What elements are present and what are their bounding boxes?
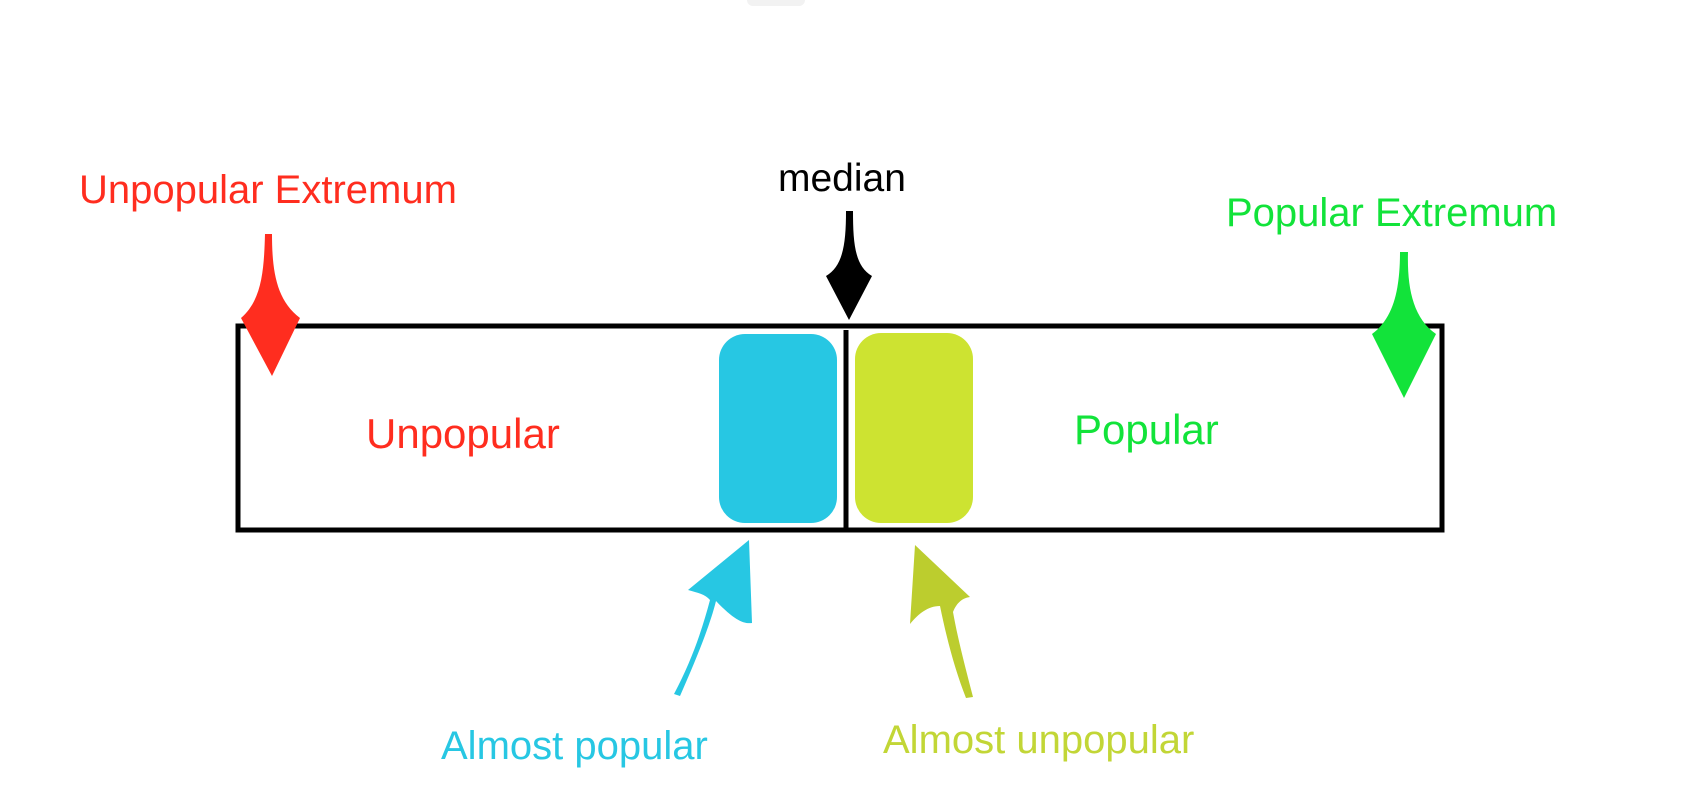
popular-extremum-arrow-icon: [1372, 252, 1436, 398]
unpopular-extremum-label: Unpopular Extremum: [79, 168, 457, 212]
unpopular-extremum-arrow-icon: [241, 234, 300, 376]
almost-popular-block: [719, 334, 837, 523]
almost-unpopular-label: Almost unpopular: [883, 718, 1195, 762]
median-arrow-icon: [826, 211, 872, 320]
top-edge-mark: [747, 0, 805, 6]
spectrum-bar: [235, 323, 1445, 533]
almost-unpopular-block: [855, 333, 973, 523]
almost-unpopular-arrow-icon: [910, 545, 973, 698]
median-label: median: [778, 157, 906, 200]
unpopular-label: Unpopular: [366, 410, 560, 457]
almost-popular-arrow-icon: [674, 540, 752, 696]
popular-extremum-label: Popular Extremum: [1226, 191, 1558, 235]
almost-popular-label: Almost popular: [441, 724, 708, 768]
popular-label: Popular: [1074, 406, 1219, 453]
